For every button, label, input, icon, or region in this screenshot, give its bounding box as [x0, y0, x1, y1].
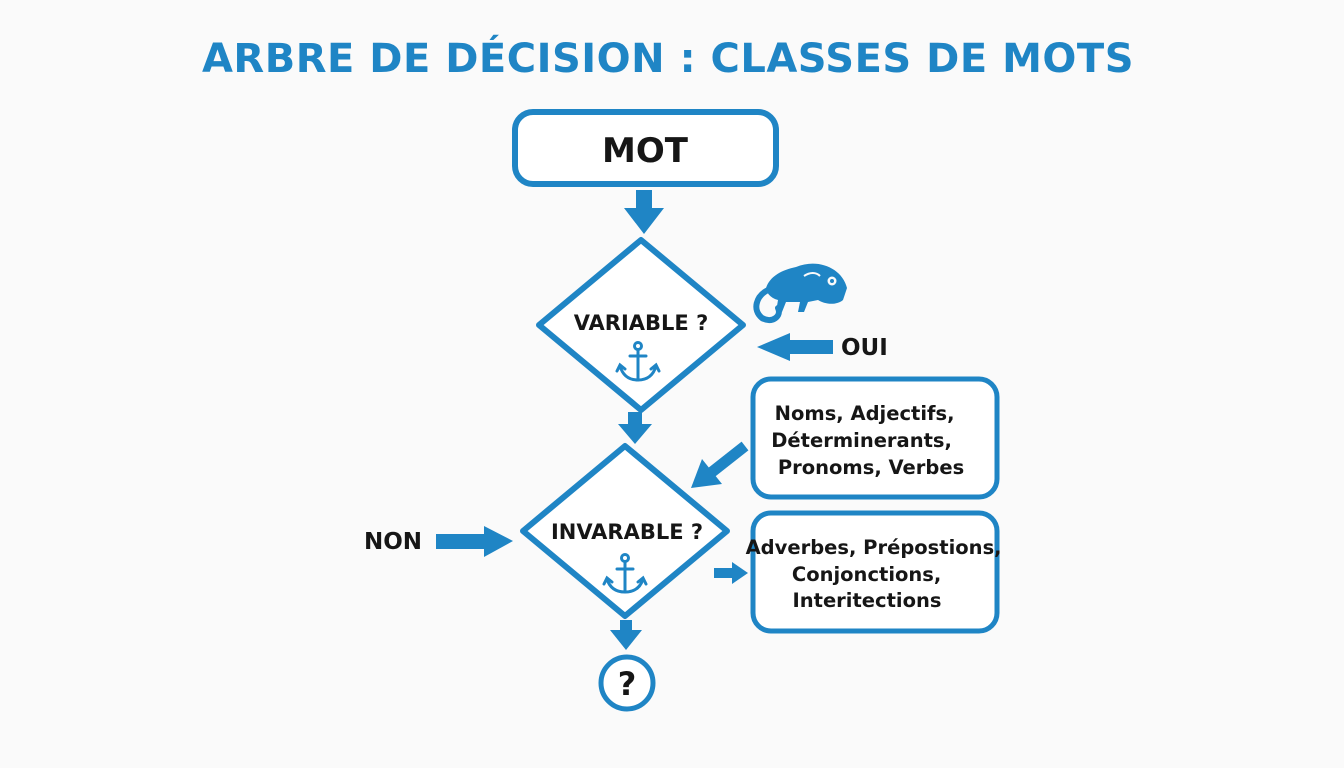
invariable-classes-line: Conjonctions,: [792, 563, 941, 586]
arrow-classes-to-invariable: [691, 441, 749, 488]
variable-classes-line: Pronoms, Verbes: [778, 456, 964, 479]
invariable-classes-text: Adverbes, Prépostions, Conjonctions, Int…: [746, 536, 1009, 612]
diagram-title: ARBRE DE DÉCISION : CLASSES DE MOTS: [202, 34, 1134, 82]
start-node: MOT: [512, 109, 779, 187]
variable-classes-text: Noms, Adjectifs, Déterminerants, Pronoms…: [771, 402, 964, 479]
arrow-oui: [757, 333, 833, 361]
arrow-non: [436, 526, 513, 557]
decision-variable-label: VARIABLE ?: [574, 311, 709, 335]
end-node: ?: [598, 654, 656, 712]
branch-yes-label: OUI: [841, 335, 888, 361]
variable-classes-line: Noms, Adjectifs,: [775, 402, 955, 425]
anchor-icon: [615, 341, 661, 382]
branch-no-label: NON: [364, 529, 422, 555]
decision-invariable: INVARABLE ?: [520, 443, 730, 619]
arrow-invariable-to-end: [610, 620, 642, 650]
decision-invariable-label: INVARABLE ?: [551, 520, 703, 544]
invariable-classes-box: Adverbes, Prépostions, Conjonctions, Int…: [746, 510, 1009, 634]
invariable-classes-line: Interitections: [793, 589, 942, 612]
anchor-icon: [602, 553, 648, 594]
end-node-label: ?: [618, 665, 637, 703]
arrow-variable-to-invariable: [618, 412, 652, 444]
variable-classes-box: Noms, Adjectifs, Déterminerants, Pronoms…: [750, 376, 1000, 500]
arrow-start-to-variable: [624, 190, 664, 234]
arrow-invariable-to-classes: [714, 562, 748, 584]
variable-classes-line: Déterminerants,: [771, 429, 952, 452]
start-node-label: MOT: [602, 131, 689, 171]
invariable-classes-line: Adverbes, Prépostions,: [746, 536, 1002, 559]
decision-variable: VARIABLE ?: [536, 237, 746, 413]
chameleon-icon: [753, 263, 847, 324]
